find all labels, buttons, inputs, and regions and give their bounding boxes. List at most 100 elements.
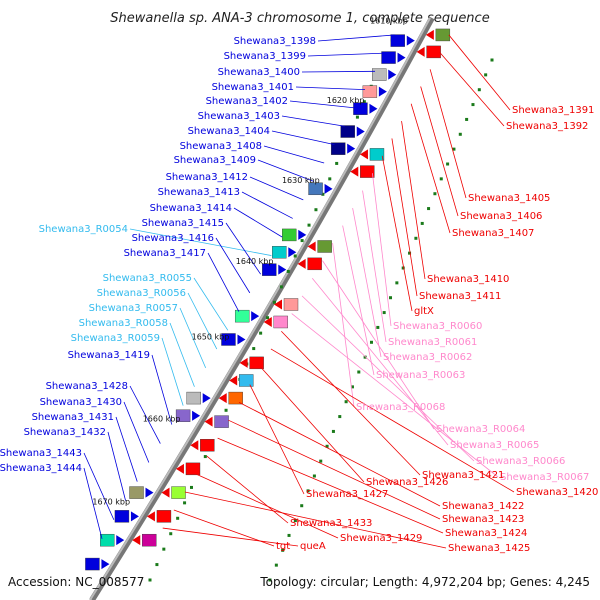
gene-block: [171, 486, 186, 499]
grid-dot: [490, 58, 494, 62]
left-feature-label: Shewana3_1417: [124, 248, 206, 259]
left-feature-label: Shewana3_1419: [68, 350, 150, 361]
right-feature-label: gltX: [414, 306, 434, 317]
grid-dot: [162, 547, 166, 551]
grid-dot: [338, 415, 342, 419]
gene-block: [381, 51, 396, 64]
gene-block: [330, 142, 346, 155]
left-feature-label: Shewana3_R0058: [79, 318, 168, 329]
right-feature-label: tgt: [276, 541, 290, 552]
grid-dot: [350, 385, 354, 389]
leader-line: [193, 277, 229, 331]
gene-arrow: [274, 299, 282, 310]
tick-label: 1630 kbp: [282, 176, 320, 185]
gene-arrow: [359, 149, 368, 160]
right-feature-label: Shewana3_1433: [290, 518, 372, 529]
gene-arrow: [251, 311, 260, 322]
grid-dot: [169, 532, 173, 536]
left-feature-label: Shewana3_1401: [212, 82, 294, 93]
tick-label: 1620 kbp: [327, 96, 365, 105]
leader-line: [187, 292, 218, 350]
left-feature-label: Shewana3_1415: [142, 218, 224, 229]
grid-dot: [382, 311, 386, 315]
gene-block: [362, 85, 378, 98]
grid-dot: [362, 100, 366, 104]
gene-block: [262, 263, 277, 276]
leader-line: [401, 121, 426, 280]
feature-labels: Shewana3_1398Shewana3_1399Shewana3_1400S…: [0, 36, 598, 554]
gene-block: [142, 533, 157, 547]
grid-dot: [335, 161, 339, 165]
gene-block: [435, 28, 451, 42]
grid-dot: [286, 269, 290, 273]
grid-dot: [355, 115, 359, 119]
grid-dot: [176, 516, 180, 520]
leader-line: [107, 431, 126, 501]
gene-block: [308, 182, 323, 196]
right-feature-label: queA: [300, 541, 326, 552]
gene-arrow: [397, 52, 406, 63]
leader-line: [260, 366, 365, 483]
gene-block: [340, 125, 355, 138]
right-feature-label: Shewana3_1429: [340, 533, 422, 544]
leader-line: [207, 252, 240, 312]
gene-arrow: [356, 126, 365, 137]
leader-line: [420, 86, 459, 217]
leader-line: [271, 130, 335, 145]
right-feature-label: Shewana3_R0062: [383, 352, 472, 363]
leader-line: [311, 277, 449, 446]
left-feature-label: Shewana3_1409: [174, 155, 256, 166]
gene-arrow: [161, 487, 170, 498]
leader-line: [270, 348, 515, 493]
gene-arrow: [218, 393, 227, 404]
leader-line: [352, 207, 382, 358]
left-feature-label: Shewana3_1414: [150, 203, 232, 214]
grid-dot: [389, 296, 393, 300]
gene-arrow: [202, 393, 211, 404]
gene-block: [234, 309, 250, 323]
grid-dot: [477, 88, 481, 92]
gene-block: [353, 102, 368, 115]
gene-block: [85, 557, 100, 571]
right-feature-label: Shewana3_R0060: [393, 321, 482, 332]
gene-arrow: [297, 258, 306, 269]
leader-line: [83, 467, 103, 540]
right-feature-label: Shewana3_1423: [442, 514, 524, 525]
tick-label: 1670 kbp: [92, 497, 130, 506]
left-feature-label: Shewana3_1431: [32, 412, 114, 423]
grid-dot: [420, 221, 424, 225]
leader-line: [342, 225, 375, 376]
gene-block: [221, 333, 236, 346]
left-feature-label: Shewana3_1443: [0, 448, 82, 459]
grid-dot: [252, 347, 256, 351]
grid-dot: [344, 400, 348, 404]
left-feature-label: Shewana3_1430: [40, 397, 122, 408]
grid-dot: [306, 489, 310, 493]
grid-dot: [357, 370, 361, 374]
right-feature-label: Shewana3_1411: [419, 291, 501, 302]
grid-dot: [293, 254, 297, 258]
leader-line: [238, 401, 441, 507]
left-feature-label: Shewana3_R0056: [97, 288, 186, 299]
left-feature-label: Shewana3_1444: [0, 463, 82, 474]
gene-block: [186, 391, 201, 405]
leader-line: [381, 155, 413, 312]
leader-line: [233, 207, 283, 238]
leader-line: [322, 260, 435, 430]
summary-text: Topology: circular; Length: 4,972,204 bp…: [259, 575, 590, 589]
right-feature-label: Shewana3_1424: [445, 528, 527, 539]
leader-line: [228, 419, 441, 520]
left-feature-label: Shewana3_R0054: [39, 224, 128, 235]
leader-line: [263, 145, 325, 164]
backbone-highlight: [89, 17, 431, 600]
right-feature-label: Shewana3_1406: [460, 211, 542, 222]
grid-dot: [401, 266, 405, 270]
grid-dot: [433, 192, 437, 196]
gene-arrow: [324, 183, 333, 194]
gene-arrow: [378, 86, 387, 97]
leader-line: [195, 473, 339, 539]
gene-arrow: [350, 166, 359, 177]
gene-block: [283, 298, 299, 311]
gene-arrow: [416, 46, 425, 57]
